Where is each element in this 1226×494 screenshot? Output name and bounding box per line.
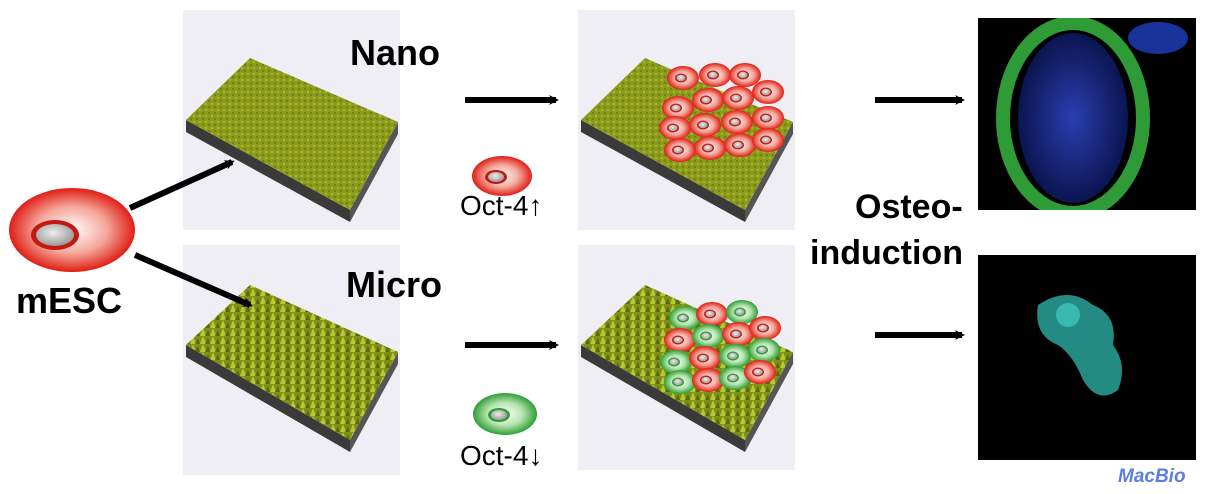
cell: [692, 88, 724, 112]
cell: [689, 346, 721, 370]
fluorescence-image-micro: [978, 255, 1196, 460]
cell: [724, 133, 756, 157]
cell: [694, 136, 726, 160]
cell: [748, 338, 780, 362]
arrow-to-micro: [133, 252, 253, 308]
osteo-label-line1: Osteo-: [855, 188, 963, 226]
cell: [729, 63, 761, 87]
cell: [664, 328, 696, 352]
cell: [721, 110, 753, 134]
micro-cell-cluster: [660, 300, 781, 394]
cell: [669, 306, 701, 330]
oct4-up-label: Oct-4↑: [460, 190, 543, 221]
micro-surface: [186, 285, 398, 452]
cell: [689, 113, 721, 137]
oct4-high-cell: [472, 156, 532, 196]
cell: [664, 370, 696, 394]
cell: [752, 106, 784, 130]
cell: [660, 350, 692, 374]
oct4-low-cell: [473, 393, 537, 435]
cell: [726, 300, 758, 324]
osteo-label-line2: induction: [810, 234, 963, 272]
cell: [749, 316, 781, 340]
micro-label: Micro: [346, 264, 443, 305]
nano-cell-cluster: [659, 63, 784, 162]
cell: [719, 366, 751, 390]
arrow-to-nano: [128, 159, 235, 211]
cell: [659, 116, 691, 140]
mesc-label: mESC: [16, 280, 123, 321]
cell: [719, 344, 751, 368]
cell: [699, 63, 731, 87]
cell: [662, 96, 694, 120]
cell: [744, 360, 776, 384]
cell: [696, 302, 728, 326]
cell: [722, 86, 754, 110]
nano-surface: [186, 58, 398, 222]
watermark: MacBio: [1118, 466, 1186, 487]
nano-label: Nano: [350, 32, 440, 73]
cell: [667, 66, 699, 90]
cell: [692, 368, 724, 392]
cell: [692, 324, 724, 348]
cell: [722, 322, 754, 346]
oct4-down-label: Oct-4↓: [460, 440, 543, 471]
fluorescence-image-nano: [978, 16, 1196, 220]
cell: [664, 138, 696, 162]
cell: [752, 128, 784, 152]
mesc-cell: [9, 188, 135, 272]
cell: [752, 80, 784, 104]
